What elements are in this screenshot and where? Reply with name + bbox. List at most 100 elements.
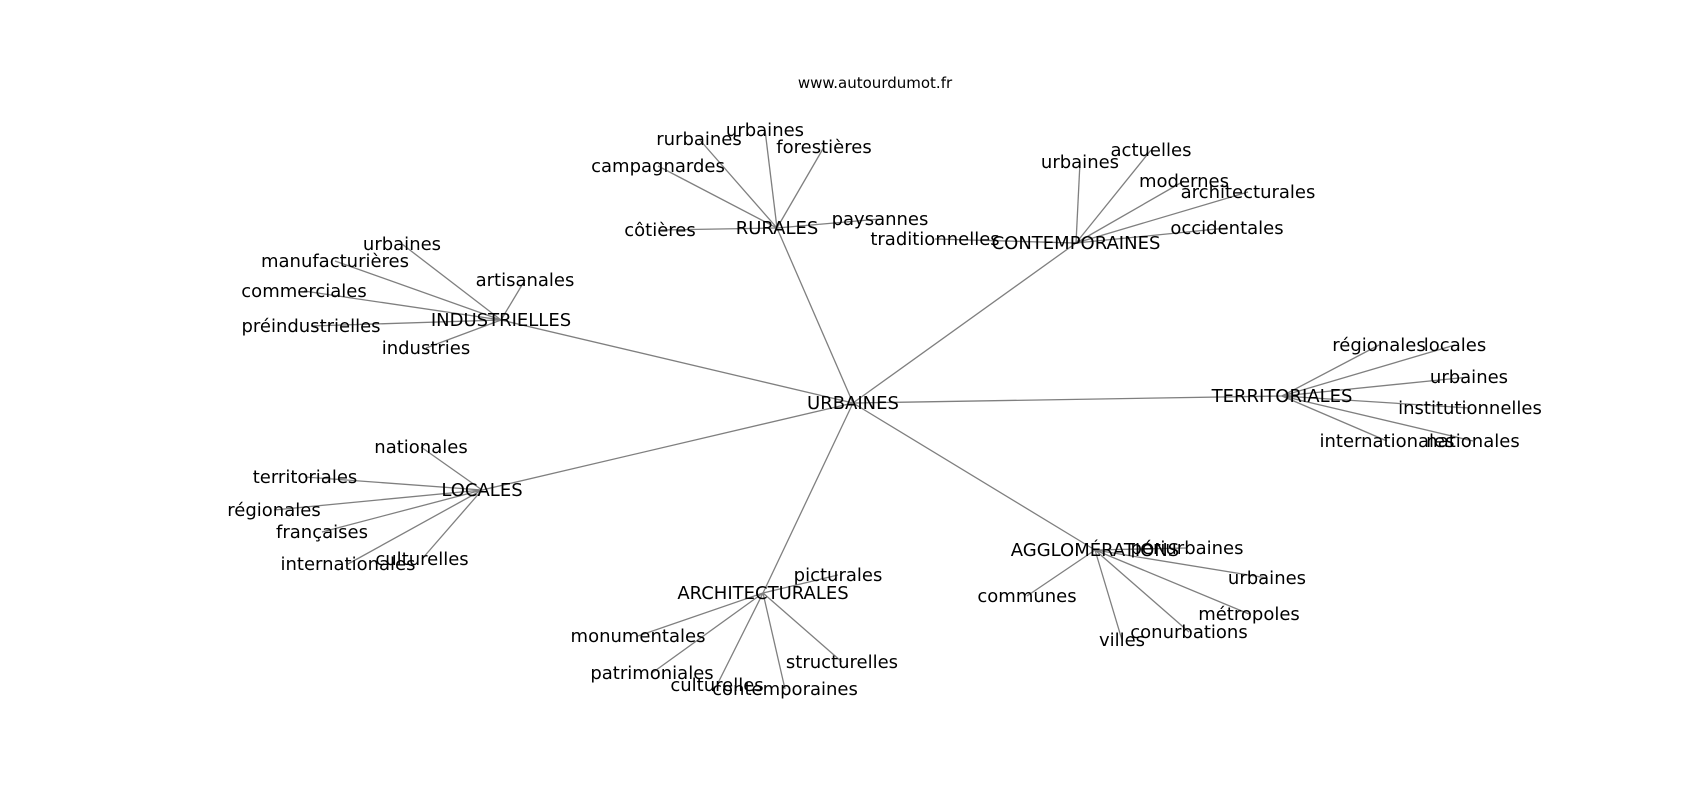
leaf-node-label: paysannes (832, 209, 929, 230)
hub-to-leaf-edge (1281, 376, 1470, 397)
hub-to-leaf-edge (1094, 547, 1188, 551)
hub-to-leaf-edge (273, 489, 483, 511)
leaf-node-label: monumentales (571, 626, 706, 647)
leaf-node-label: urbaines (1430, 367, 1508, 388)
hub-to-leaf-edge (651, 592, 764, 674)
leaf-node-label: commerciales (241, 281, 366, 302)
hub-node-label: AGGLOMÉRATIONS (1011, 539, 1179, 561)
hub-node-label: LOCALES (441, 480, 522, 501)
hub-to-leaf-edge (1281, 395, 1471, 409)
hub-to-leaf-edge (304, 476, 483, 491)
hub-to-leaf-edge (1094, 549, 1190, 633)
hub-to-leaf-edge (934, 238, 1077, 244)
leaf-node-label: territoriales (253, 467, 358, 488)
hub-node-label: INDUSTRIELLES (431, 310, 571, 331)
hub-to-leaf-edge (1075, 227, 1228, 244)
hub-to-leaf-edge (1094, 549, 1250, 615)
leaf-node-label: conurbations (1130, 622, 1247, 643)
hub-to-leaf-edge (762, 592, 843, 663)
hub-to-leaf-edge (1026, 549, 1096, 597)
hub-to-leaf-edge (1281, 344, 1380, 397)
hub-to-leaf-edge (659, 227, 778, 231)
source-label: www.autourdumot.fr (798, 74, 953, 92)
hub-to-leaf-edge (776, 146, 825, 229)
root-to-hub-edge (500, 319, 854, 404)
leaf-node-label: internationales (1319, 431, 1454, 452)
leaf-node-label: structurelles (786, 652, 898, 673)
hub-node-label: CONTEMPORAINES (992, 233, 1161, 254)
hub-to-leaf-edge (1281, 395, 1388, 442)
hub-to-leaf-edge (762, 592, 786, 690)
hub-to-leaf-edge (776, 218, 881, 229)
leaf-node-label: actuelles (1111, 140, 1192, 161)
root-to-hub-edge (852, 402, 1096, 551)
hub-to-leaf-edge (500, 279, 526, 321)
hub-to-leaf-edge (1075, 180, 1185, 244)
leaf-node-label: régionales (227, 500, 320, 521)
leaf-node-label: patrimoniales (590, 663, 713, 684)
leaf-node-label: urbaines (363, 234, 441, 255)
leaf-node-label: architecturales (1181, 182, 1316, 203)
leaf-node-label: urbaines (726, 120, 804, 141)
hub-to-leaf-edge (425, 319, 502, 349)
leaf-node-label: métropoles (1198, 604, 1300, 625)
leaf-node-label: nationales (374, 437, 467, 458)
leaf-node-label: picturales (794, 565, 883, 586)
hub-to-leaf-edge (310, 319, 502, 327)
hub-to-leaf-edge (764, 129, 778, 229)
leaf-node-label: nationales (1426, 431, 1519, 452)
leaf-node-label: urbaines (1041, 152, 1119, 173)
hub-node-label: TERRITORIALES (1211, 386, 1353, 407)
leaf-node-label: traditionnelles (870, 229, 999, 250)
leaf-node-label: urbaines (1228, 568, 1306, 589)
hub-to-leaf-edge (1281, 395, 1474, 442)
hub-to-leaf-edge (421, 489, 483, 560)
leaf-node-label: régionales (1332, 335, 1425, 356)
leaf-node-label: culturelles (375, 549, 468, 570)
root-to-hub-edge (852, 395, 1283, 404)
hub-to-leaf-edge (401, 243, 502, 321)
hub-to-leaf-edge (1094, 549, 1123, 641)
hub-to-leaf-edge (1075, 161, 1081, 244)
graph-labels: URBAINES rurbainesurbainesforestièrescam… (227, 120, 1542, 700)
leaf-node-label: forestières (776, 137, 871, 158)
graph-edges (273, 129, 1474, 690)
leaf-node-label: industries (382, 338, 471, 359)
leaf-node-label: communes (977, 586, 1076, 607)
leaf-node-label: contemporaines (712, 679, 858, 700)
leaf-node-label: manufacturières (261, 251, 409, 272)
root-to-hub-edge (481, 402, 854, 491)
hub-node-label: RURALES (736, 218, 819, 239)
hub-to-leaf-edge (657, 165, 778, 229)
leaf-node-label: locales (1424, 335, 1486, 356)
hub-to-leaf-edge (716, 592, 764, 686)
root-to-hub-edge (852, 242, 1077, 404)
hub-to-leaf-edge (347, 489, 483, 565)
leaf-node-label: institutionnelles (1398, 398, 1542, 419)
leaf-node-label: périurbaines (1130, 538, 1243, 559)
leaf-node-label: culturelles (670, 675, 763, 696)
root-to-hub-edge (776, 227, 854, 404)
root-to-hub-edge (762, 402, 854, 594)
hub-to-leaf-edge (321, 489, 483, 533)
hub-to-leaf-edge (1094, 549, 1268, 579)
hub-to-leaf-edge (698, 138, 778, 229)
leaf-node-label: campagnardes (591, 156, 725, 177)
hub-to-leaf-edge (762, 574, 839, 594)
leaf-node-label: modernes (1139, 171, 1229, 192)
leaf-node-label: artisanales (476, 270, 575, 291)
leaf-node-label: internationales (280, 554, 415, 575)
leaf-node-label: françaises (276, 522, 368, 543)
hub-to-leaf-edge (420, 446, 483, 491)
leaf-node-label: rurbaines (656, 129, 742, 150)
leaf-node-label: occidentales (1170, 218, 1283, 239)
hub-to-leaf-edge (1075, 191, 1249, 244)
leaf-node-label: préindustrielles (241, 316, 380, 337)
root-node-label: URBAINES (807, 393, 899, 414)
hub-to-leaf-edge (637, 592, 764, 637)
hub-node-label: ARCHITECTURALES (677, 583, 848, 604)
hub-to-leaf-edge (334, 260, 502, 321)
leaf-node-label: côtières (624, 220, 696, 241)
hub-to-leaf-edge (303, 290, 502, 321)
